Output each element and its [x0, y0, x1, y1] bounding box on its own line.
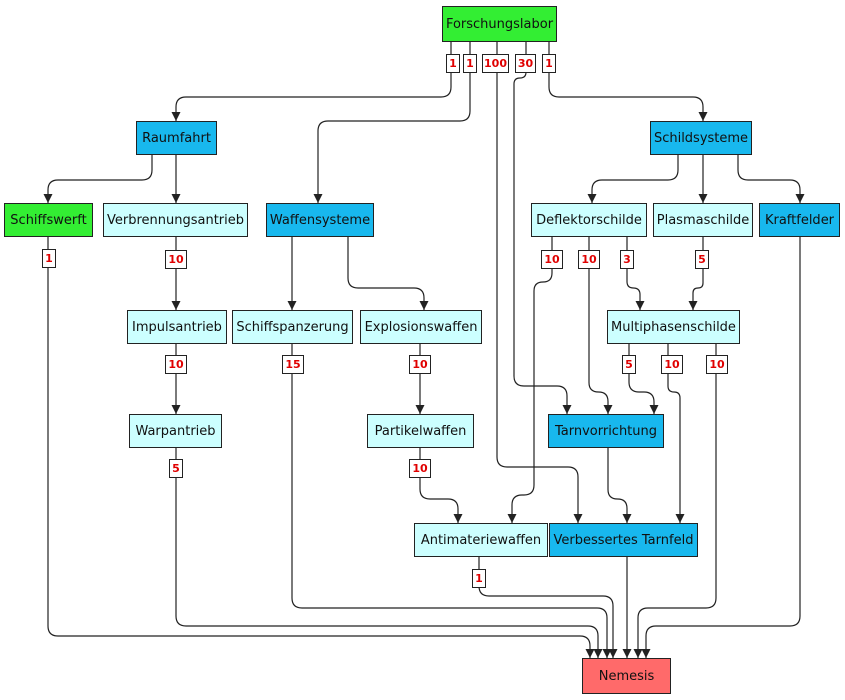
- node-deflektorschilde: Deflektorschilde: [531, 203, 647, 237]
- arrow-head: [641, 649, 651, 658]
- arrow-head: [171, 301, 181, 310]
- arrow-head: [573, 514, 583, 523]
- dependency-edge: [291, 344, 608, 658]
- arrow-head: [698, 194, 708, 203]
- arrow-head: [171, 194, 181, 203]
- badge-warp-nemesis: 5: [169, 459, 183, 478]
- dependency-edge: [496, 42, 579, 523]
- badge-panzerung-nemesis: 15: [282, 355, 304, 374]
- dependency-edge: [317, 42, 471, 203]
- node-verbessertes-tarnfeld: Verbessertes Tarnfeld: [549, 523, 698, 557]
- arrow-head: [635, 301, 645, 310]
- node-forschungslabor: Forschungslabor: [442, 6, 557, 42]
- arrow-head: [587, 194, 597, 203]
- node-verbrennungsantrieb: Verbrennungsantrieb: [103, 203, 248, 237]
- arrow-head: [649, 405, 659, 414]
- node-impulsantrieb: Impulsantrieb: [127, 310, 227, 344]
- node-nemesis: Nemesis: [582, 658, 671, 694]
- arrow-head: [795, 194, 805, 203]
- dependency-edge: [47, 237, 591, 658]
- arrow-head: [171, 112, 181, 121]
- arrow-head: [419, 301, 429, 310]
- node-raumfahrt: Raumfahrt: [136, 121, 217, 155]
- dependency-edge: [667, 344, 681, 523]
- badge-schiffswerft-nemesis: 1: [42, 249, 56, 268]
- badge-lab-tarn: 30: [515, 54, 536, 73]
- dependency-edge: [637, 344, 717, 658]
- node-schiffswerft: Schiffswerft: [4, 203, 93, 237]
- arrow-head: [603, 405, 613, 414]
- arrow-head: [171, 405, 181, 414]
- badge-antimaterie-nemesis: 1: [472, 569, 486, 588]
- arrow-head: [287, 301, 297, 310]
- arrow-head: [43, 194, 53, 203]
- node-tarnvorrichtung: Tarnvorrichtung: [548, 414, 664, 448]
- dependency-edge: [419, 448, 459, 523]
- dependency-edge: [628, 344, 655, 414]
- dependency-edge: [737, 155, 801, 203]
- arrow-head: [602, 649, 612, 658]
- badge-deflektor-antimaterie: 10: [541, 250, 563, 269]
- arrow-head: [313, 194, 323, 203]
- dependency-edge: [607, 448, 628, 523]
- arrow-head: [415, 405, 425, 414]
- arrow-head: [675, 514, 685, 523]
- dependency-edge: [588, 237, 609, 414]
- arrow-head: [507, 514, 517, 523]
- dependency-edge: [511, 237, 553, 523]
- node-kraftfelder: Kraftfelder: [759, 203, 840, 237]
- node-waffensysteme: Waffensysteme: [266, 203, 374, 237]
- badge-impuls-warp: 10: [165, 355, 187, 374]
- dependency-edge: [513, 42, 568, 414]
- badge-verbrennung-impuls: 10: [165, 250, 187, 269]
- node-warpantrieb: Warpantrieb: [129, 414, 222, 448]
- badge-deflektor-multi: 3: [620, 250, 634, 269]
- dependency-edge: [692, 237, 704, 310]
- node-plasmaschilde: Plasmaschilde: [653, 203, 753, 237]
- badge-multi-verbessert: 10: [661, 355, 683, 374]
- badge-multi-nemesis: 10: [706, 355, 728, 374]
- badge-lab-schild: 1: [542, 54, 556, 73]
- badge-multi-tarn: 5: [622, 355, 636, 374]
- dependency-edge: [175, 448, 599, 658]
- node-partikelwaffen: Partikelwaffen: [367, 414, 474, 448]
- dependency-edge: [175, 42, 452, 121]
- arrow-head: [608, 649, 618, 658]
- badge-partikel-antimaterie: 10: [409, 459, 431, 478]
- arrow-head: [585, 649, 595, 658]
- arrow-head: [698, 112, 708, 121]
- dependency-edge: [478, 557, 614, 658]
- arrow-head: [622, 514, 632, 523]
- dependency-edge: [548, 42, 704, 121]
- badge-lab-waffen: 1: [463, 54, 477, 73]
- dependency-edge: [645, 237, 801, 658]
- arrow-head: [562, 405, 572, 414]
- node-explosionswaffen: Explosionswaffen: [360, 310, 482, 344]
- dependency-edge: [591, 155, 679, 203]
- node-antimateriewaffen: Antimateriewaffen: [414, 523, 548, 557]
- arrow-head: [633, 649, 643, 658]
- dependency-edge: [626, 237, 641, 310]
- badge-plasma-multi: 5: [695, 250, 709, 269]
- badge-explosion-partikel: 10: [409, 355, 431, 374]
- node-multiphasenschilde: Multiphasenschilde: [607, 310, 740, 344]
- badge-lab-raumfahrt: 1: [446, 54, 460, 73]
- arrow-head: [688, 301, 698, 310]
- dependency-edge: [47, 155, 153, 203]
- node-schiffspanzerung: Schiffspanzerung: [232, 310, 353, 344]
- badge-deflektor-tarn: 10: [578, 250, 600, 269]
- arrow-head: [593, 649, 603, 658]
- arrow-head: [622, 649, 632, 658]
- node-schildsysteme: Schildsysteme: [650, 121, 752, 155]
- badge-lab-verbessert: 100: [482, 54, 509, 73]
- arrow-head: [453, 514, 463, 523]
- dependency-edge: [347, 237, 425, 310]
